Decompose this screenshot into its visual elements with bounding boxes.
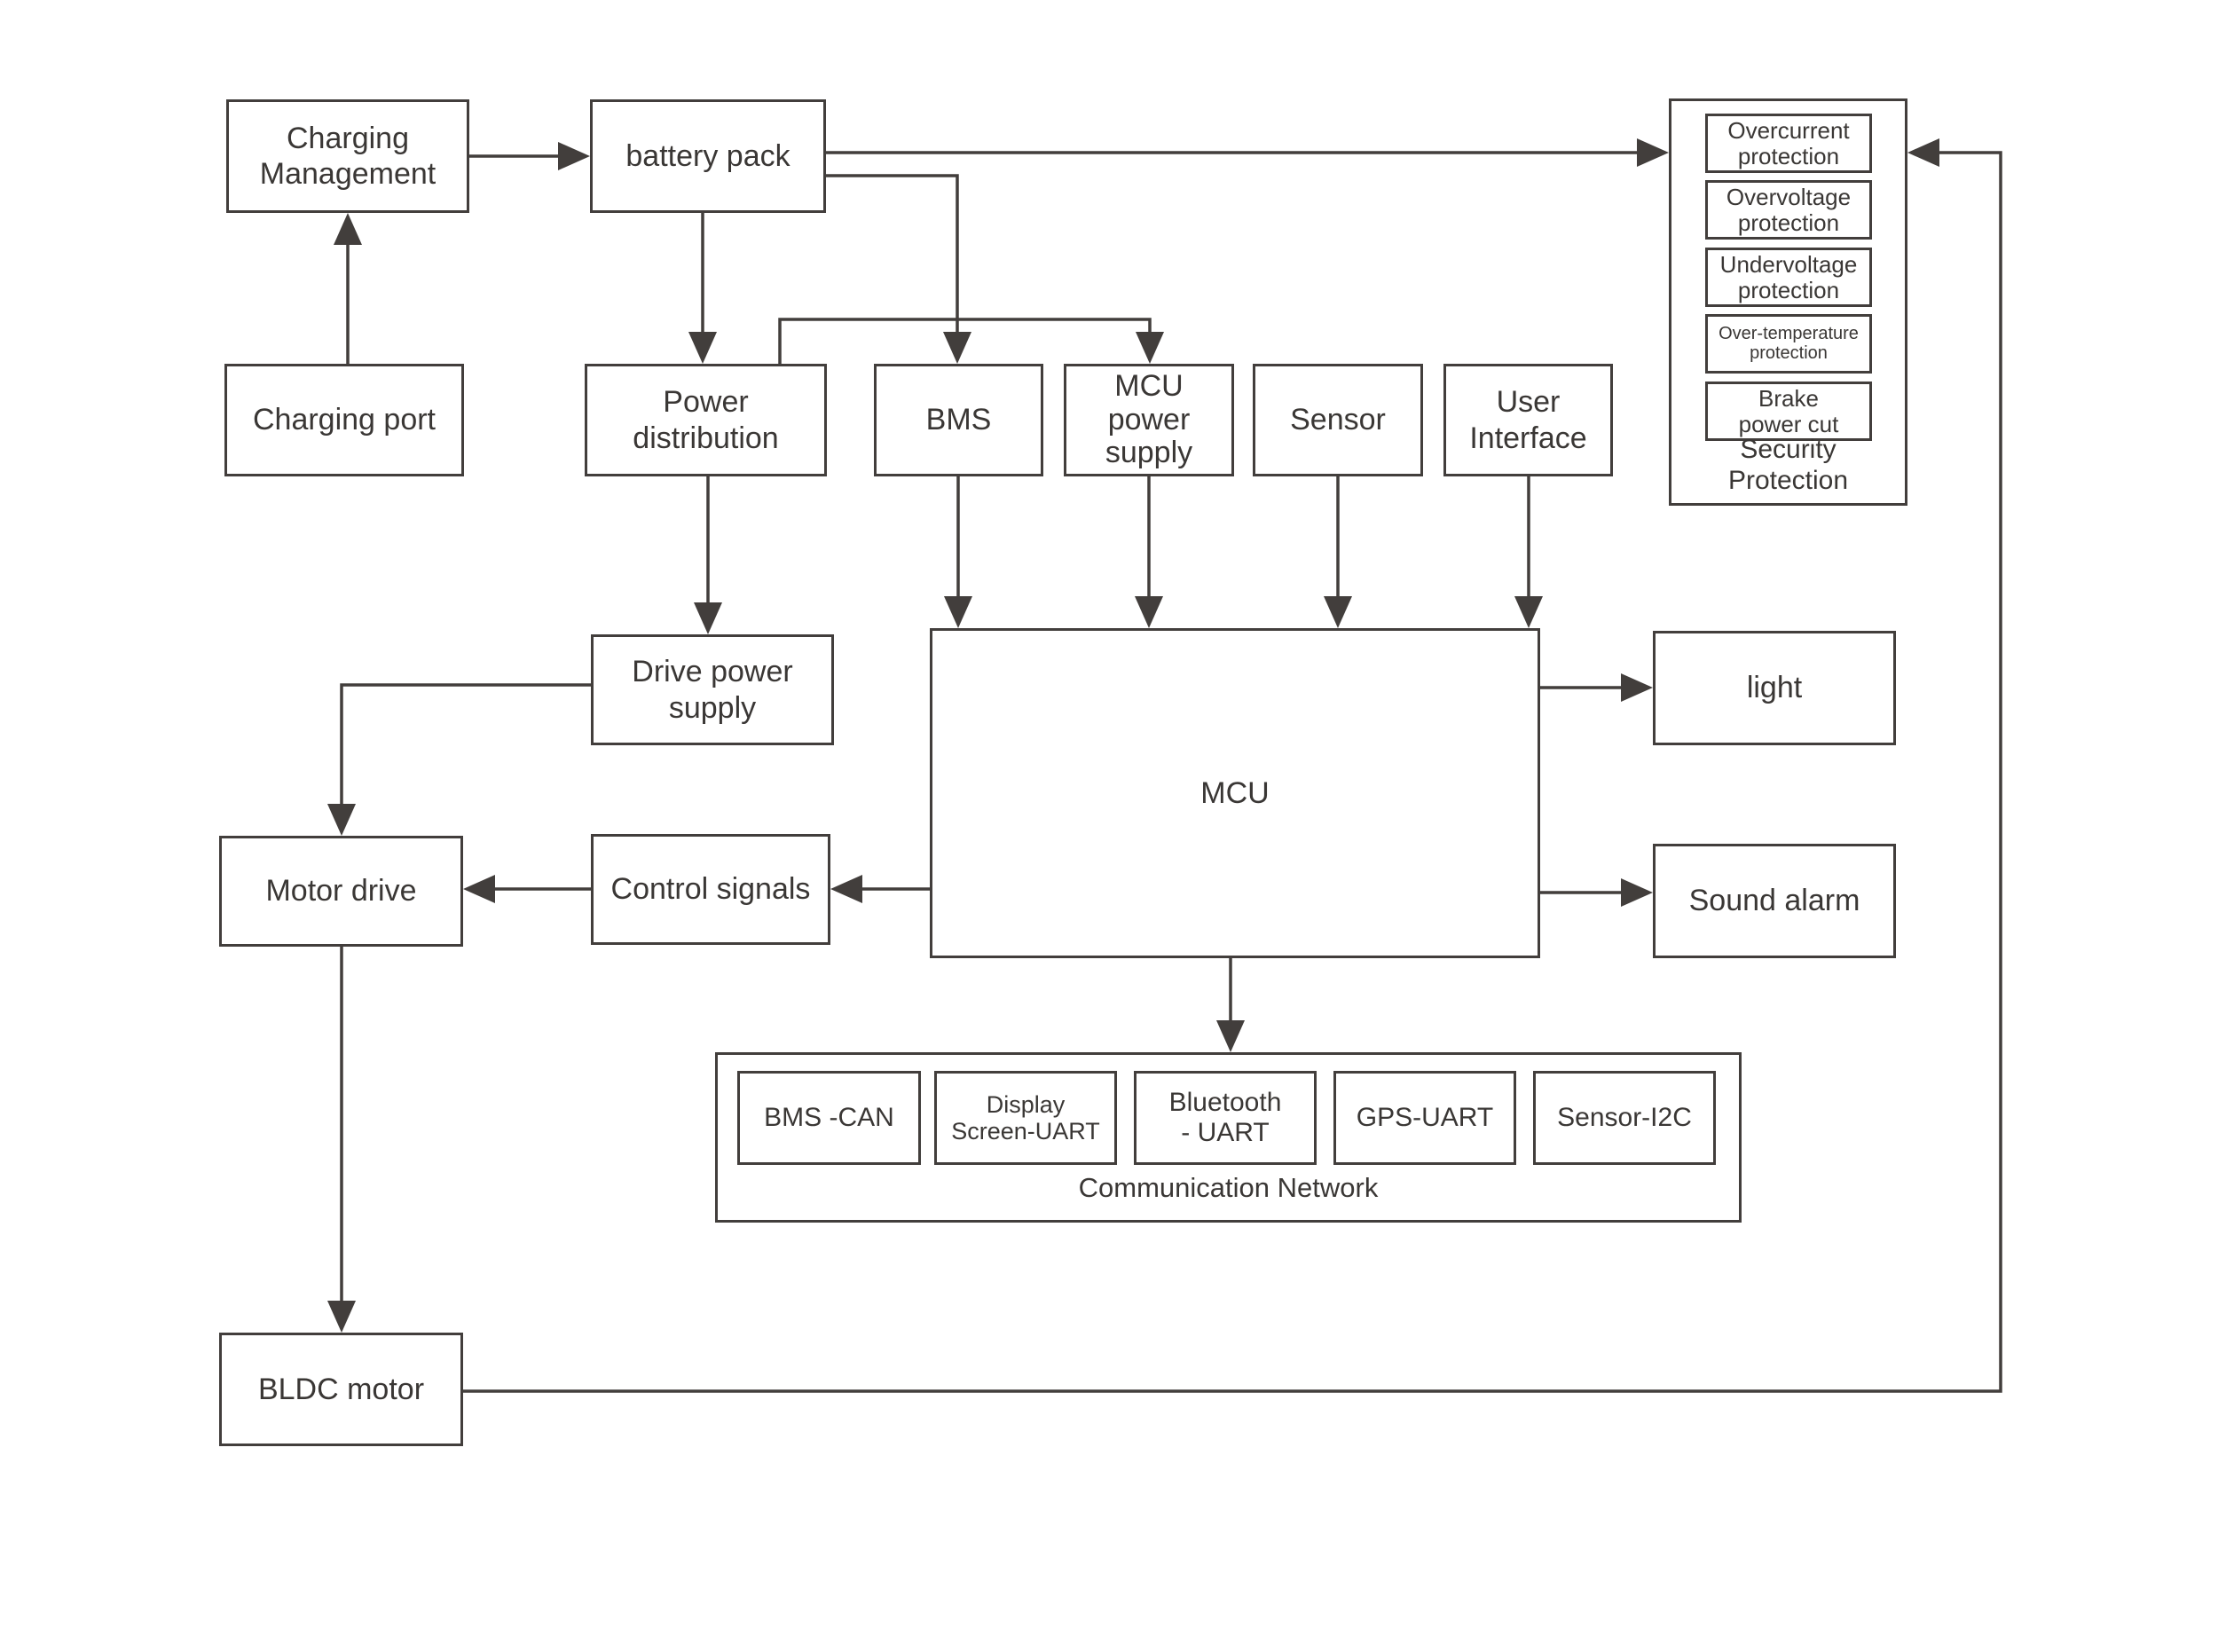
node-battery-pack: battery pack (590, 99, 826, 213)
node-power-distribution: Power distribution (585, 364, 827, 476)
node-drive-power-supply: Drive power supply (591, 634, 834, 745)
comm-item-gps-uart: GPS-UART (1333, 1071, 1516, 1165)
edge-battery-pack-to-security-protection (826, 138, 1669, 167)
node-mcu-power-supply: MCU power supply (1064, 364, 1234, 476)
edge-mcu-to-sound-alarm (1540, 878, 1653, 907)
security-item-overcurrent-protection: Overcurrent protection (1705, 114, 1872, 173)
edge-charging-port-to-charging-management (334, 213, 362, 364)
edge-mcu-to-communication-network (1216, 958, 1245, 1052)
edge-power-distribution-to-drive-power-supply (694, 476, 722, 634)
communication-network-label: Communication Network (1078, 1172, 1379, 1203)
edge-drive-power-supply-to-motor-drive (327, 683, 591, 836)
node-motor-drive: Motor drive (219, 836, 463, 947)
node-sensor: Sensor (1253, 364, 1423, 476)
comm-item-bluetooth-uart: Bluetooth - UART (1134, 1071, 1317, 1165)
edge-user-interface-to-mcu (1514, 476, 1543, 628)
edge-bms-to-mcu (944, 476, 972, 628)
edge-mcu-to-control-signals (830, 875, 930, 903)
comm-item-sensor-i2c: Sensor-I2C (1533, 1071, 1716, 1165)
edge-bldc-motor-to-security-protection (463, 138, 2002, 1393)
node-bldc-motor: BLDC motor (219, 1333, 463, 1446)
security-item-overvoltage-protection: Overvoltage protection (1705, 180, 1872, 240)
edge-motor-drive-to-bldc-motor (327, 947, 356, 1333)
comm-item-bms-can: BMS -CAN (737, 1071, 921, 1165)
security-protection-group: Overcurrent protection Overvoltage prote… (1669, 98, 1907, 506)
comm-item-display-screen-uart: Display Screen-UART (934, 1071, 1117, 1165)
security-item-brake-power-cut: Brake power cut (1705, 382, 1872, 441)
security-item-over-temperature-protection: Over-temperature protection (1705, 314, 1872, 374)
edge-mcu-power-supply-to-mcu (1135, 476, 1163, 628)
edge-charging-management-to-battery-pack (469, 142, 590, 170)
node-mcu: MCU (930, 628, 1540, 958)
edge-sensor-to-mcu (1324, 476, 1352, 628)
edge-control-signals-to-motor-drive (463, 875, 591, 903)
communication-network-group: BMS -CAN Display Screen-UART Bluetooth -… (715, 1052, 1742, 1223)
node-charging-port: Charging port (224, 364, 464, 476)
edge-battery-pack-to-power-distribution (688, 213, 717, 364)
node-sound-alarm: Sound alarm (1653, 844, 1896, 958)
edge-battery-pack-to-bms (826, 174, 971, 364)
edge-mcu-to-light (1540, 673, 1653, 702)
node-bms: BMS (874, 364, 1043, 476)
security-protection-label: Security Protection (1727, 435, 1849, 495)
node-control-signals: Control signals (591, 834, 830, 945)
edge-branch-powerdist-to-mcu-power-supply (778, 318, 1164, 364)
node-user-interface: User Interface (1443, 364, 1613, 476)
node-charging-management: Charging Management (226, 99, 469, 213)
security-item-undervoltage-protection: Undervoltage protection (1705, 248, 1872, 307)
node-light: light (1653, 631, 1896, 745)
